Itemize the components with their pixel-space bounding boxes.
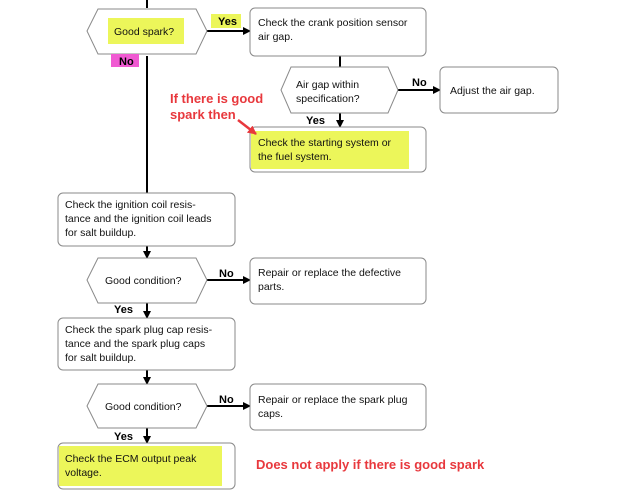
repair-parts-line2: parts. (258, 281, 284, 293)
good-condition-2-label: Good condition? (105, 401, 182, 413)
good-condition-1-label: Good condition? (105, 275, 182, 287)
adjust-air-gap-text: Adjust the air gap. (450, 85, 535, 97)
box-repair-parts: Repair or replace the defective parts. (249, 257, 427, 305)
highlight-starting-system (251, 131, 409, 169)
label-no-cond2: No (219, 394, 234, 406)
box-crank-sensor: Check the crank position sensor air gap. (249, 7, 427, 57)
ignition-coil-line2: tance and the ignition coil leads (65, 213, 212, 225)
note-good-spark-line1: If there is good (170, 91, 263, 106)
crank-sensor-line1: Check the crank position sensor (258, 17, 408, 29)
decision-good-spark-label: Good spark? (114, 26, 174, 38)
repair-caps-line2: caps. (258, 408, 283, 420)
label-no-spark: No (119, 56, 134, 68)
spark-cap-line2: tance and the spark plug caps (65, 338, 205, 350)
decision-good-spark: Good spark? (86, 8, 208, 55)
decision-good-condition-1: Good condition? (86, 257, 208, 304)
label-no-cond1: No (219, 268, 234, 280)
box-ignition-coil: Check the ignition coil resis- tance and… (57, 192, 236, 247)
connectors (143, 0, 441, 444)
starting-system-line2: the fuel system. (258, 151, 332, 163)
label-yes-cond2: Yes (114, 431, 133, 443)
ecm-line1: Check the ECM output peak (65, 453, 197, 465)
highlight-good-spark (108, 18, 184, 44)
note-arrow (237, 119, 257, 135)
ignition-coil-line3: for salt buildup. (65, 227, 136, 239)
ecm-line2: voltage. (65, 467, 102, 479)
highlight-ecm (59, 446, 222, 486)
box-spark-plug-cap: Check the spark plug cap resis- tance an… (57, 317, 236, 371)
highlight-yes-spark (211, 14, 241, 28)
label-yes-cond1: Yes (114, 304, 133, 316)
spark-cap-line1: Check the spark plug cap resis- (65, 324, 213, 336)
repair-caps-line1: Repair or replace the spark plug (258, 394, 408, 406)
decision-air-gap: Air gap within specification? (280, 66, 399, 114)
box-repair-caps: Repair or replace the spark plug caps. (249, 383, 427, 431)
air-gap-line2: specification? (296, 93, 360, 105)
note-good-spark-line2: spark then (170, 107, 236, 122)
starting-system-line1: Check the starting system or (258, 137, 392, 149)
box-adjust-air-gap: Adjust the air gap. (439, 66, 559, 114)
box-ecm-output: Check the ECM output peak voltage. (57, 442, 236, 490)
repair-parts-line1: Repair or replace the defective (258, 267, 401, 279)
air-gap-line1: Air gap within (296, 79, 359, 91)
highlight-no-spark (111, 54, 139, 67)
label-yes-airgap: Yes (306, 115, 325, 127)
label-no-airgap: No (412, 77, 427, 89)
crank-sensor-line2: air gap. (258, 31, 293, 43)
box-starting-system: Check the starting system or the fuel sy… (249, 126, 427, 173)
decision-good-condition-2: Good condition? (86, 383, 208, 429)
note-does-not-apply: Does not apply if there is good spark (256, 457, 485, 472)
label-yes-spark: Yes (218, 16, 237, 28)
spark-cap-line3: for salt buildup. (65, 352, 136, 364)
ignition-coil-line1: Check the ignition coil resis- (65, 199, 196, 211)
